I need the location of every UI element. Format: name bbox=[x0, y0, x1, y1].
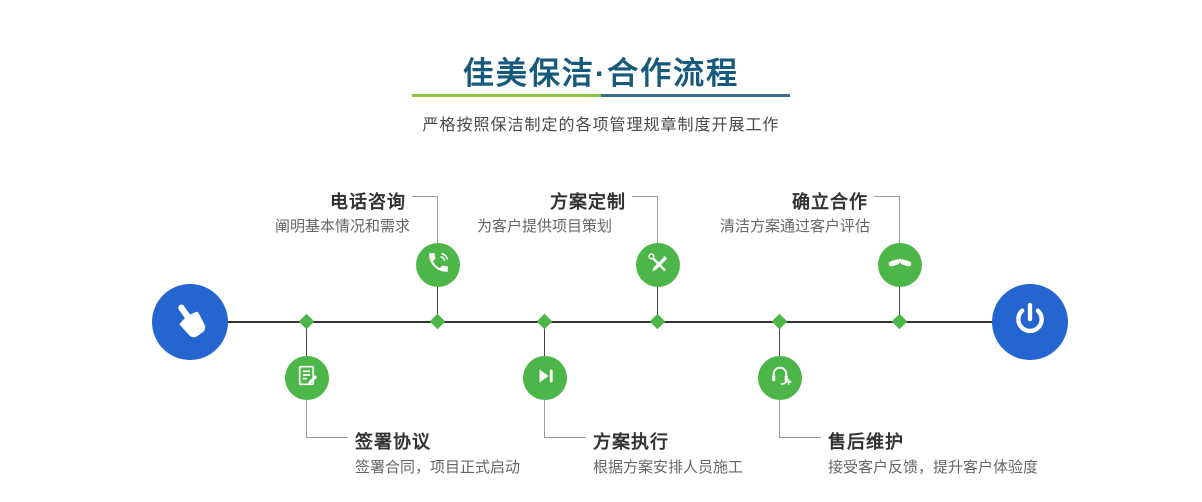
timeline-node-diamond bbox=[771, 313, 788, 330]
step-label-phone: 电话咨询 bbox=[330, 192, 406, 212]
step-desc-design: 为客户提供项目策划 bbox=[476, 218, 612, 235]
page-subtitle: 严格按照保洁制定的各项管理规章制度开展工作 bbox=[422, 117, 780, 134]
connector-bottom-3v bbox=[779, 400, 780, 438]
stem-top-1 bbox=[437, 286, 438, 322]
step-label-design: 方案定制 bbox=[550, 192, 626, 212]
handshake-icon bbox=[887, 250, 913, 281]
stem-bottom-3 bbox=[779, 322, 780, 357]
step-desc-support: 接受客户反馈，提升客户体验度 bbox=[828, 459, 1039, 476]
step-desc-contract: 签署合同，项目正式启动 bbox=[355, 459, 521, 476]
stem-top-3 bbox=[899, 286, 900, 322]
step-circle-handshake bbox=[878, 243, 922, 287]
timeline-line bbox=[190, 321, 1030, 323]
page-title: 佳美保洁·合作流程 bbox=[462, 56, 740, 91]
step-label-support: 售后维护 bbox=[828, 432, 904, 452]
step-circle-design bbox=[636, 243, 680, 287]
timeline-node-diamond bbox=[536, 313, 553, 330]
headset-icon bbox=[768, 363, 793, 393]
connector-bottom-2v bbox=[544, 400, 545, 438]
underline-blue-segment bbox=[601, 94, 790, 97]
play-next-icon bbox=[533, 364, 557, 393]
step-label-cooperate: 确立合作 bbox=[792, 192, 868, 212]
stem-bottom-1 bbox=[306, 322, 307, 357]
contract-icon bbox=[295, 363, 320, 393]
step-circle-phone bbox=[416, 243, 460, 287]
design-tools-icon bbox=[646, 251, 670, 280]
connector-top-3 bbox=[874, 196, 900, 197]
step-circle-contract bbox=[285, 356, 329, 400]
timeline-node-diamond bbox=[891, 313, 908, 330]
phone-icon bbox=[426, 250, 451, 280]
power-icon bbox=[1010, 300, 1050, 345]
timeline-node-diamond bbox=[429, 313, 446, 330]
connector-top-2 bbox=[632, 196, 658, 197]
connector-bottom-1 bbox=[306, 437, 348, 438]
connector-top-2v bbox=[657, 196, 658, 243]
connector-top-3v bbox=[899, 196, 900, 243]
step-desc-phone: 阐明基本情况和需求 bbox=[274, 218, 410, 235]
step-desc-execute: 根据方案安排人员施工 bbox=[593, 459, 744, 476]
connector-top-1v bbox=[437, 196, 438, 243]
title-underline bbox=[412, 94, 790, 97]
step-circle-execute bbox=[523, 356, 567, 400]
stem-bottom-2 bbox=[544, 322, 545, 357]
step-desc-cooperate: 清洁方案通过客户评估 bbox=[719, 218, 870, 235]
step-label-execute: 方案执行 bbox=[593, 432, 669, 452]
timeline-start-circle bbox=[152, 284, 228, 360]
connector-top-1 bbox=[412, 196, 438, 197]
connector-bottom-3 bbox=[779, 437, 821, 438]
step-circle-support bbox=[758, 356, 802, 400]
timeline-node-diamond bbox=[298, 313, 315, 330]
stem-top-2 bbox=[657, 286, 658, 322]
underline-green-segment bbox=[412, 94, 601, 97]
timeline-end-circle bbox=[992, 284, 1068, 360]
step-label-contract: 签署协议 bbox=[355, 432, 431, 452]
connector-bottom-1v bbox=[306, 400, 307, 438]
connector-bottom-2 bbox=[544, 437, 586, 438]
hand-pointer-icon bbox=[169, 299, 211, 346]
timeline-node-diamond bbox=[649, 313, 666, 330]
